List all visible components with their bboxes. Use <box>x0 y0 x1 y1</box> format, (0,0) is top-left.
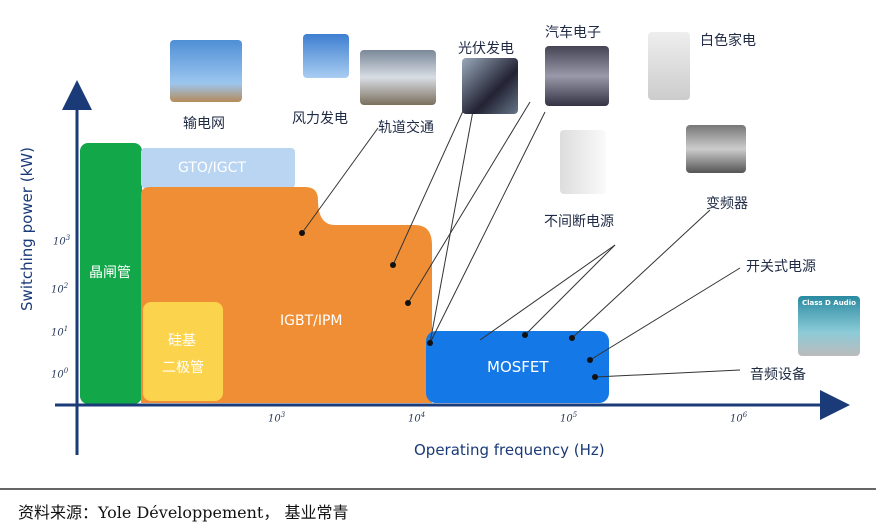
igbt-label: IGBT/IPM <box>280 313 343 329</box>
ups-image <box>560 130 606 194</box>
diode-label-1: 硅基 <box>168 333 196 349</box>
x-tick: 105 <box>560 411 578 425</box>
leader-dots <box>299 230 598 380</box>
x-tick: 104 <box>408 411 426 425</box>
x-axis-label: Operating frequency (Hz) <box>414 441 605 459</box>
app-label-rail: 轨道交通 <box>378 120 434 136</box>
app-label-auto-electronics: 汽车电子 <box>545 25 601 41</box>
source-note: 资料来源：Yole Développement， 基业常青 <box>18 503 349 522</box>
mosfet-region <box>426 331 609 403</box>
diode-label-2: 二极管 <box>162 360 204 376</box>
y-tick: 102 <box>51 282 69 296</box>
audio-image-lettering: Class D Audio <box>802 299 856 307</box>
wind-power-image <box>303 34 349 78</box>
solar-image <box>462 58 518 114</box>
y-tick: 101 <box>51 325 69 339</box>
rail-image <box>360 50 436 105</box>
thyristor-region <box>80 143 142 404</box>
x-tick: 103 <box>268 411 286 425</box>
appliance-image <box>648 32 690 100</box>
app-label-smps: 开关式电源 <box>746 259 816 275</box>
y-tick: 103 <box>53 234 71 248</box>
x-tick: 106 <box>730 411 748 425</box>
app-label-audio: 音频设备 <box>750 367 806 383</box>
power-grid-image <box>170 40 242 102</box>
thyristor-label: 晶闸管 <box>89 265 131 281</box>
app-label-solar: 光伏发电 <box>458 41 514 57</box>
y-tick: 100 <box>51 367 69 381</box>
gto-label: GTO/IGCT <box>178 160 246 176</box>
app-label-wind-power: 风力发电 <box>292 111 348 127</box>
leader-lines <box>301 77 741 378</box>
auto-electronics-image <box>545 46 609 106</box>
y-axis-label: Switching power (kW) <box>17 147 36 311</box>
app-label-inverter: 变频器 <box>706 196 748 212</box>
app-label-appliance: 白色家电 <box>700 33 756 49</box>
mosfet-label: MOSFET <box>487 358 549 376</box>
diode-region <box>143 302 223 401</box>
audio-image: Class D Audio <box>798 296 860 356</box>
gto-region <box>141 148 295 188</box>
app-label-power-grid: 输电网 <box>183 116 225 132</box>
app-label-ups: 不间断电源 <box>544 214 614 230</box>
inverter-image <box>686 125 746 173</box>
